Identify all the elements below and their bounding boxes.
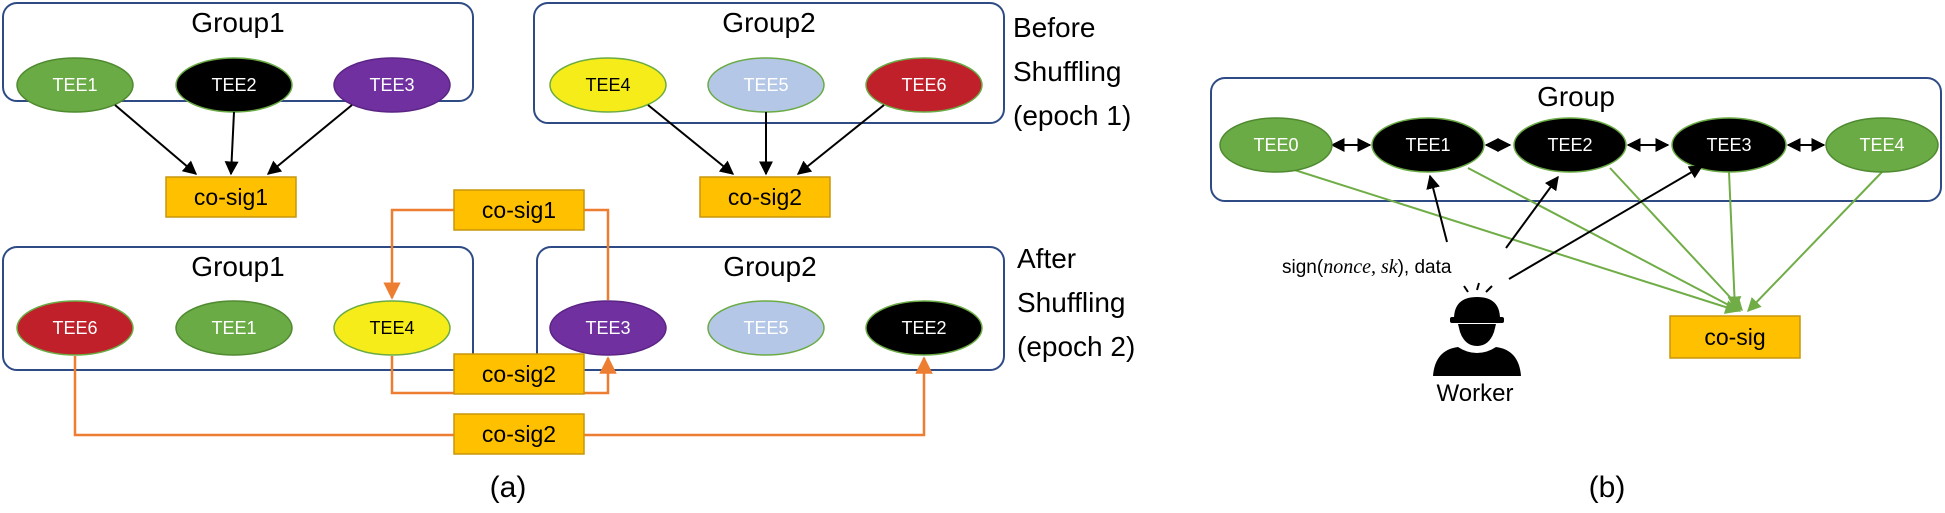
tee-node — [865, 300, 983, 356]
caption-a: (a) — [490, 471, 527, 504]
cosig-label: co-sig2 — [482, 361, 556, 387]
caption-b: (b) — [1589, 471, 1626, 504]
group1-title-after: Group1 — [191, 251, 284, 282]
sign-arrow — [224, 111, 239, 176]
green-link — [1727, 171, 1742, 311]
green-link — [1281, 165, 1740, 314]
orange-link — [584, 356, 617, 395]
tee-node — [707, 300, 825, 356]
worker-arrow — [1505, 175, 1559, 249]
tee-node — [1219, 117, 1333, 173]
tee-label: TEE5 — [743, 75, 788, 95]
sign-arrow — [647, 104, 735, 175]
cosig-label: co-sig2 — [482, 421, 556, 447]
group2-title-before: Group2 — [722, 7, 815, 38]
tee-label: TEE3 — [369, 75, 414, 95]
group1-title-before: Group1 — [191, 7, 284, 38]
tee-label: TEE2 — [1547, 135, 1592, 155]
tee-label: TEE4 — [1859, 135, 1904, 155]
cosig-label: co-sig1 — [482, 197, 556, 223]
tee-node — [865, 57, 983, 113]
tee-label: TEE3 — [585, 318, 630, 338]
tee-node — [333, 300, 451, 356]
cosig-box — [699, 176, 831, 218]
orange-link — [383, 208, 454, 300]
worker-icon — [1433, 282, 1521, 376]
group2-title-after: Group2 — [723, 251, 816, 282]
cosig-box — [1669, 315, 1801, 359]
orange-link — [584, 356, 933, 437]
tee-label: TEE1 — [211, 318, 256, 338]
tee-label: TEE4 — [585, 75, 630, 95]
group1-box-after — [2, 246, 474, 371]
panel-a: Group1 TEE1 TEE2 TEE3 Group2 TEE4 TEE5 T… — [2, 2, 1135, 504]
tee-label: TEE1 — [1405, 135, 1450, 155]
tee-node — [16, 57, 134, 113]
green-link — [1609, 167, 1743, 312]
panel-b: Group TEE0 TEE1 TEE2 TEE3 TEE4 sign(nonc… — [1210, 77, 1942, 504]
group-title: Group — [1537, 81, 1615, 112]
after-label-line3: (epoch 2) — [1017, 331, 1135, 362]
tee-label: TEE6 — [52, 318, 97, 338]
tee-label: TEE0 — [1253, 135, 1298, 155]
cosig-box — [165, 176, 297, 218]
sign-arrow — [266, 104, 353, 175]
tee-label: TEE2 — [901, 318, 946, 338]
tee-label: TEE5 — [743, 318, 788, 338]
sign-prefix: sign( — [1282, 257, 1324, 278]
tee-node — [175, 300, 293, 356]
sign-label: sign(nonce, sk), data — [1282, 256, 1452, 278]
tee-node — [1371, 117, 1485, 173]
tee-node — [1513, 117, 1627, 173]
before-label-line1: Before — [1013, 12, 1096, 43]
sign-suffix: ), data — [1398, 257, 1452, 278]
worker-arrow — [1426, 174, 1448, 243]
green-link — [1747, 171, 1883, 313]
group2-box-after — [536, 246, 1005, 371]
worker-label: Worker — [1437, 380, 1514, 407]
orange-link — [73, 356, 454, 437]
orange-link — [584, 208, 610, 300]
before-label-line2: Shuffling — [1013, 56, 1121, 87]
orange-link — [390, 356, 454, 395]
worker-arrow — [1508, 165, 1704, 280]
after-label-line2: Shuffling — [1017, 287, 1125, 318]
cosig-box — [453, 413, 585, 455]
tee-node — [333, 57, 451, 113]
tee-node — [549, 300, 667, 356]
cosig-label: co-sig1 — [194, 184, 268, 210]
tee-node — [549, 57, 667, 113]
group2-box-before — [533, 2, 1005, 124]
tee-node — [1825, 117, 1939, 173]
tee-label: TEE3 — [1706, 135, 1751, 155]
before-label-line3: (epoch 1) — [1013, 100, 1131, 131]
tee-label: TEE4 — [369, 318, 414, 338]
after-label-line1: After — [1017, 243, 1076, 274]
cosig-box — [453, 353, 585, 395]
cosig-box — [453, 189, 585, 231]
tee-label: TEE6 — [901, 75, 946, 95]
sign-arrow — [114, 104, 198, 175]
cosig-label: co-sig — [1704, 324, 1765, 350]
tee-label: TEE2 — [211, 75, 256, 95]
tee-node — [16, 300, 134, 356]
green-link — [1467, 167, 1742, 312]
tee-label: TEE1 — [52, 75, 97, 95]
tee-node — [1671, 117, 1787, 173]
cosig-label: co-sig2 — [728, 184, 802, 210]
sign-args: nonce, sk — [1323, 256, 1399, 278]
group-box — [1210, 77, 1942, 202]
sign-arrow — [796, 104, 885, 175]
